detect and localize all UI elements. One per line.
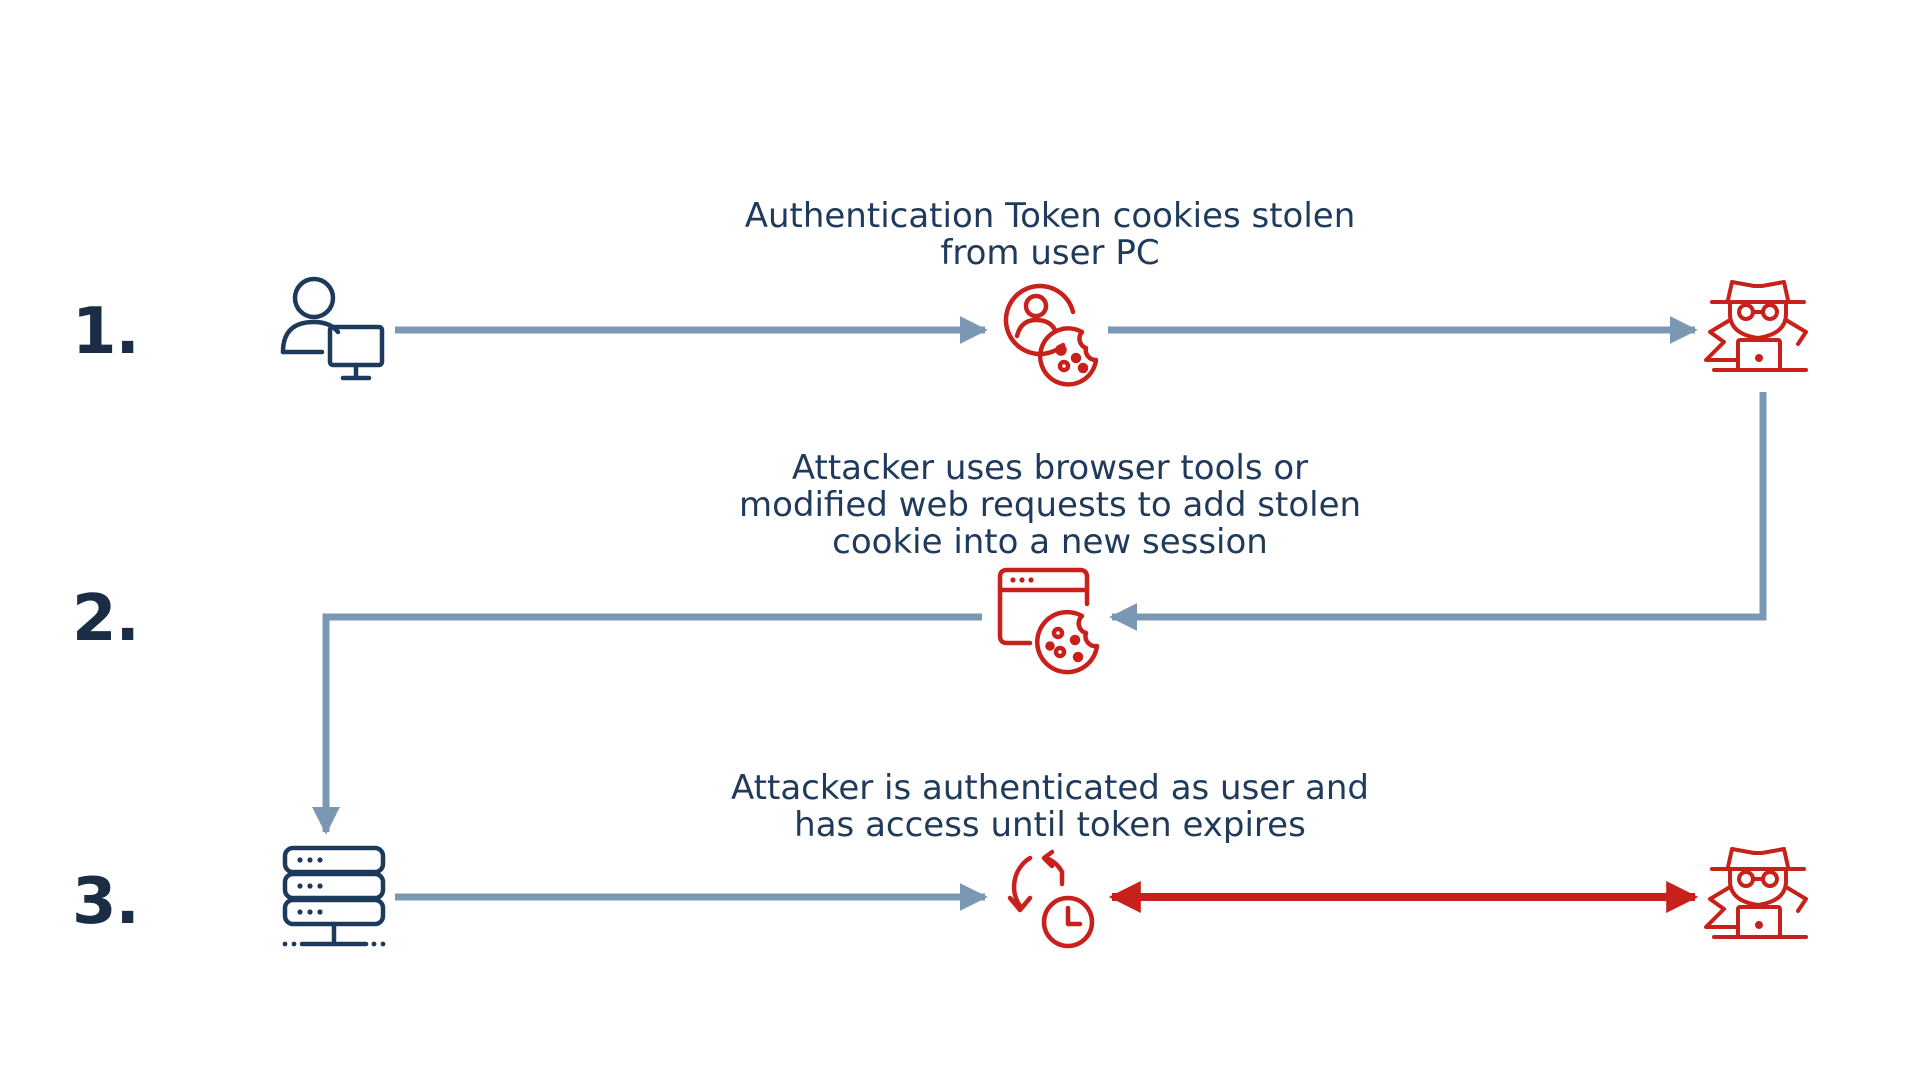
step-1-caption-line: from user PC (940, 233, 1160, 273)
attacker-icon (1704, 847, 1808, 939)
step-1-caption-line: Authentication Token cookies stolen (744, 196, 1356, 236)
step-2-caption-line: cookie into a new session (832, 522, 1268, 562)
step-3-caption-line: Attacker is authenticated as user and (731, 768, 1369, 808)
step-1-caption: Authentication Token cookies stolen from… (670, 198, 1430, 272)
arrow-browser-to-server (312, 613, 982, 835)
step-3-caption: Attacker is authenticated as user and ha… (670, 770, 1430, 844)
server-icon (282, 845, 386, 947)
user-computer-icon (280, 276, 385, 381)
step-3-caption-line: has access until token expires (794, 805, 1306, 845)
user-cookie-icon (1003, 283, 1099, 387)
step-3-number: 3. (72, 865, 140, 939)
step-1-number: 1. (72, 295, 140, 369)
step-2-caption-line: modified web requests to add stolen (738, 485, 1362, 525)
step-2-number: 2. (72, 582, 140, 656)
step-2-caption-line: Attacker uses browser tools or (791, 448, 1309, 488)
step-2-caption: Attacker uses browser tools or modified … (670, 450, 1430, 561)
session-timer-icon (1007, 849, 1095, 949)
arrow-attacker-to-browser (1109, 392, 1767, 631)
browser-cookie-icon (997, 567, 1100, 675)
attacker-icon (1704, 280, 1808, 372)
